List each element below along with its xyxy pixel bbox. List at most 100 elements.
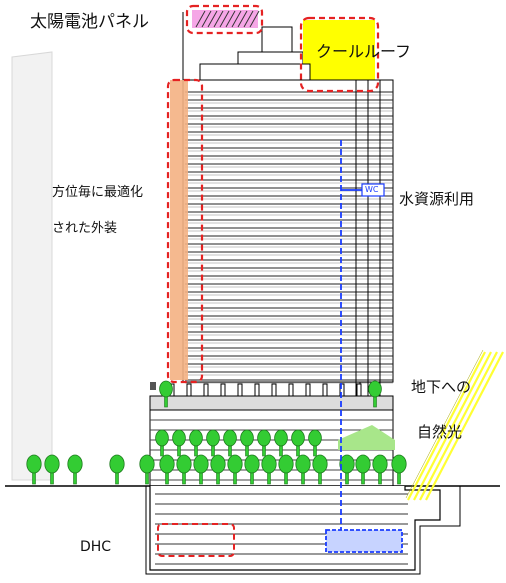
tree-icon [244, 454, 260, 485]
tree-icon [159, 380, 173, 408]
roof-parapet-post [288, 383, 294, 397]
roof-penthouse [261, 26, 293, 53]
daylight-label-line1: 地下への [411, 378, 472, 396]
tree-icon [372, 454, 388, 485]
tree-crown [372, 454, 388, 474]
tree-icon [368, 380, 382, 408]
roof-parapet-post [356, 383, 362, 397]
tree-icon [223, 429, 237, 457]
tree-icon [109, 454, 125, 485]
podium-roof-slab [149, 395, 394, 411]
solar-hatch-line [201, 10, 212, 28]
facade-label-line2: された外装 [52, 221, 118, 236]
light-beam-line [425, 351, 504, 501]
cool-roof-label: クールルーフ [316, 42, 412, 61]
tree-icon [67, 454, 83, 485]
tree-icon [274, 429, 288, 457]
neighbor-building [11, 51, 53, 481]
water-pipe-icon [340, 140, 362, 530]
tree-icon [206, 429, 220, 457]
facade-highlight [166, 78, 204, 384]
tree-crown [257, 429, 271, 447]
tree-icon [176, 454, 192, 485]
daylight-label-line2: 自然光 [417, 423, 463, 441]
tree-icon [391, 454, 407, 485]
solar-panel-label: 太陽電池パネル [30, 12, 149, 32]
tree-icon [26, 454, 42, 485]
solar-hatch-line [231, 10, 242, 28]
tree-icon [189, 429, 203, 457]
tree-crown [206, 429, 220, 447]
basement-outer-wall [145, 486, 461, 575]
tree-icon [355, 454, 371, 485]
tower-top-floor [199, 63, 311, 81]
tree-crown [172, 429, 186, 447]
tree-crown [44, 454, 60, 474]
water-tank [325, 529, 403, 553]
roof-parapet-post [271, 383, 277, 397]
cool-roof-area [303, 20, 375, 88]
light-beam-edge [405, 349, 484, 499]
light-beam-icon [405, 349, 504, 501]
tree-crown [261, 454, 277, 474]
tree-crown [308, 429, 322, 447]
tree-crown [339, 454, 355, 474]
tree-crown [139, 454, 155, 474]
tree-crown [274, 429, 288, 447]
tree-crown [312, 454, 328, 474]
tree-crown [355, 454, 371, 474]
tree-crown [26, 454, 42, 474]
roof-parapet-post [322, 383, 328, 397]
roof-parapet-post [254, 383, 260, 397]
roof-equipment [150, 382, 156, 390]
tree-icon [278, 454, 294, 485]
tree-crown [155, 429, 169, 447]
roof-parapet-post [305, 383, 311, 397]
solar-hatch-line [195, 10, 206, 28]
tree-crown [278, 454, 294, 474]
roof-parapet-post [339, 383, 345, 397]
tree-crown [291, 429, 305, 447]
tree-icon [172, 429, 186, 457]
tree-icon [261, 454, 277, 485]
roof-parapet-post [220, 383, 226, 397]
tree-icon [155, 429, 169, 457]
tree-crown [391, 454, 407, 474]
roof-garden-lawn [338, 425, 395, 450]
tree-crown [368, 380, 382, 398]
solar-hatch-line [207, 10, 218, 28]
tree-crown [244, 454, 260, 474]
light-beam-line [419, 351, 498, 501]
tree-crown [109, 454, 125, 474]
roof-step [237, 51, 304, 65]
solar-hatch-line [243, 10, 254, 28]
solar-hatch-line [219, 10, 230, 28]
roof-parapet-post [203, 383, 209, 397]
facade-orange-band [170, 80, 188, 380]
wc-tag: WC [365, 185, 379, 194]
tree-icon [210, 454, 226, 485]
roof-parapet-post [186, 383, 192, 397]
tree-crown [67, 454, 83, 474]
tree-icon [308, 429, 322, 457]
solar-hatch-line [213, 10, 224, 28]
tree-crown [223, 429, 237, 447]
tree-crown [176, 454, 192, 474]
solar-hatch-line [225, 10, 236, 28]
tree-icon [240, 429, 254, 457]
tree-icon [257, 429, 271, 457]
tree-crown [189, 429, 203, 447]
solar-hatch-line [237, 10, 248, 28]
tree-icon [312, 454, 328, 485]
light-beam-line [413, 351, 492, 501]
tree-crown [210, 454, 226, 474]
tree-icon [44, 454, 60, 485]
basement-wall [149, 486, 441, 571]
tree-crown [159, 454, 175, 474]
tree-crown [193, 454, 209, 474]
water-reuse-label: 水資源利用 [399, 190, 475, 208]
solar-highlight [185, 4, 264, 35]
tree-icon [193, 454, 209, 485]
